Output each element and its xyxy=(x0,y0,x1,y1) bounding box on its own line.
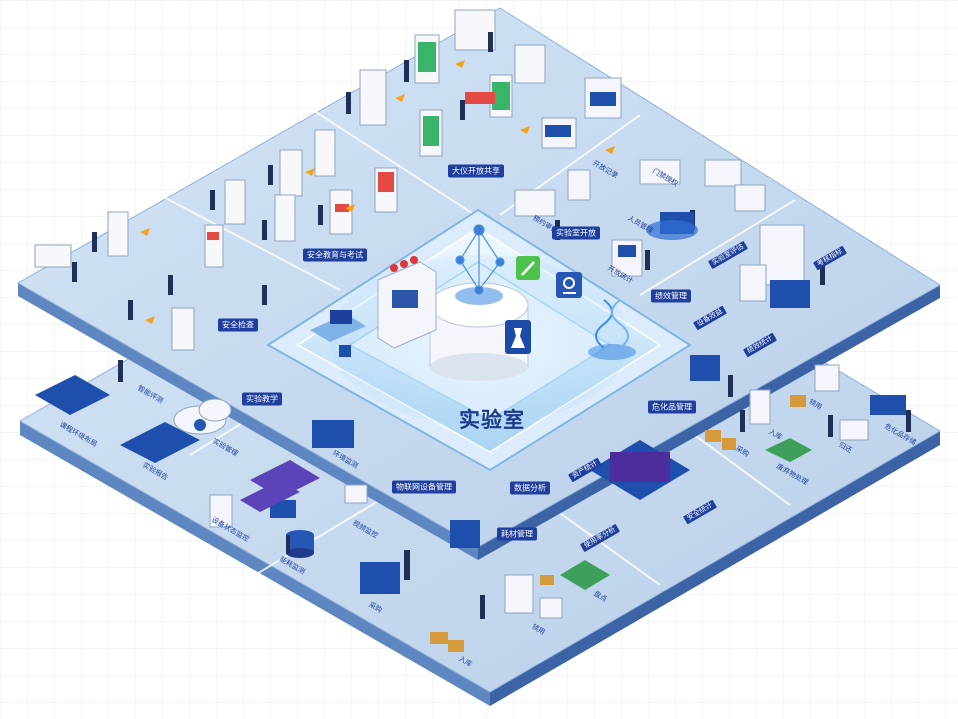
module-label-hazardous-chemicals: 危化品管理 xyxy=(648,400,696,414)
workstation-icon xyxy=(310,310,366,357)
cloud-icon xyxy=(173,398,232,435)
database-icon xyxy=(286,530,314,558)
analyzer-icon xyxy=(377,256,437,349)
module-label-lab-teaching: 实验教学 xyxy=(242,392,282,406)
microscope-icon xyxy=(556,272,582,298)
module-label-iot-devices: 物联网设备管理 xyxy=(392,480,456,494)
module-label-safety-education: 安全教育与考试 xyxy=(303,248,367,262)
test-tube-icon xyxy=(516,256,540,280)
molecule-icon xyxy=(455,224,505,295)
upper-scenes xyxy=(34,9,825,351)
lab-dome-icon xyxy=(429,282,531,381)
module-label-instrument-sharing: 大仪开放共享 xyxy=(448,164,504,178)
module-label-performance: 绩效管理 xyxy=(651,289,691,303)
module-label-data-analysis: 数据分析 xyxy=(510,481,550,495)
dna-icon xyxy=(588,299,636,360)
module-label-safety-inspection: 安全检查 xyxy=(218,318,258,332)
lower-scenes xyxy=(35,355,911,652)
center-title: 实验室 xyxy=(459,408,525,432)
module-label-consumables: 耗材管理 xyxy=(497,527,537,541)
module-label-lab-opening: 实验室开放 xyxy=(552,226,600,240)
